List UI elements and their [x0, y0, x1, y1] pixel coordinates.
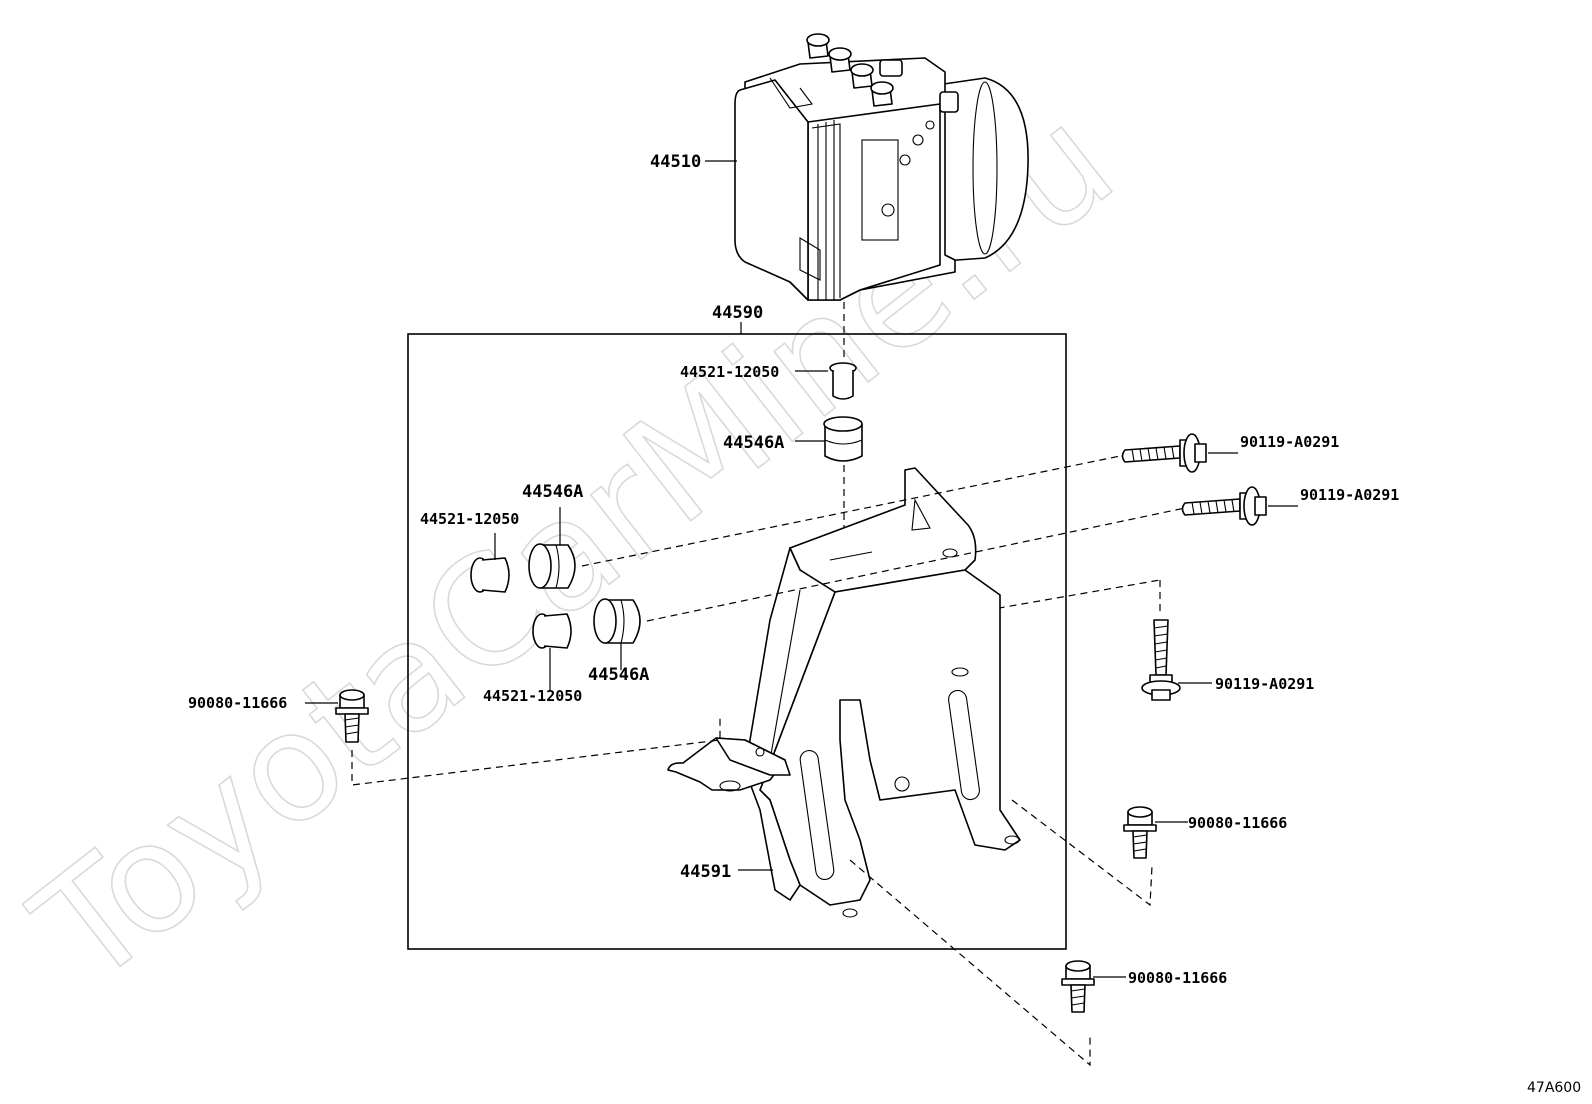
label-44590: 44590	[712, 303, 763, 323]
label-bolt-left: 90080-11666	[188, 694, 287, 712]
mount-line-2	[646, 507, 1186, 622]
bolt-upper-1	[1121, 433, 1207, 473]
collar-bottom	[532, 613, 572, 649]
label-bolt-right: 90119-A0291	[1215, 675, 1314, 693]
label-bolt-bottom: 90080-11666	[1128, 969, 1227, 987]
mount-line-bottom	[849, 859, 1091, 1067]
label-bolt-upper-1: 90119-A0291	[1240, 433, 1339, 451]
cushion-top	[823, 416, 863, 462]
pipe-fittings	[806, 33, 894, 107]
cushion-left	[528, 543, 576, 589]
bolt-lower-right	[1123, 806, 1157, 859]
label-cushion-bottom: 44546A	[588, 665, 649, 685]
mount-line-1	[581, 454, 1126, 567]
bracket	[667, 467, 1021, 918]
bolt-bottom	[1061, 960, 1095, 1013]
label-collar-top: 44521-12050	[680, 363, 779, 381]
mount-line-right	[1011, 799, 1153, 907]
diagram-code: 47A600	[1527, 1080, 1581, 1096]
label-cushion-top: 44546A	[723, 433, 784, 453]
assembly-boundary	[407, 333, 1067, 950]
label-cushion-left: 44546A	[522, 482, 583, 502]
mount-line-left	[351, 715, 721, 786]
label-bolt-upper-2: 90119-A0291	[1300, 486, 1399, 504]
cushion-bottom	[593, 598, 641, 644]
bolt-left	[335, 689, 369, 743]
collar-left	[470, 557, 510, 593]
label-bolt-lower-right: 90080-11666	[1188, 814, 1287, 832]
collar-top	[829, 362, 857, 400]
label-44591: 44591	[680, 862, 731, 882]
bolt-right	[1141, 619, 1181, 701]
abs-actuator	[734, 33, 1029, 301]
label-44510: 44510	[650, 152, 701, 172]
label-collar-left: 44521-12050	[420, 510, 519, 528]
label-collar-bottom: 44521-12050	[483, 687, 582, 705]
bolt-upper-2	[1181, 486, 1267, 526]
